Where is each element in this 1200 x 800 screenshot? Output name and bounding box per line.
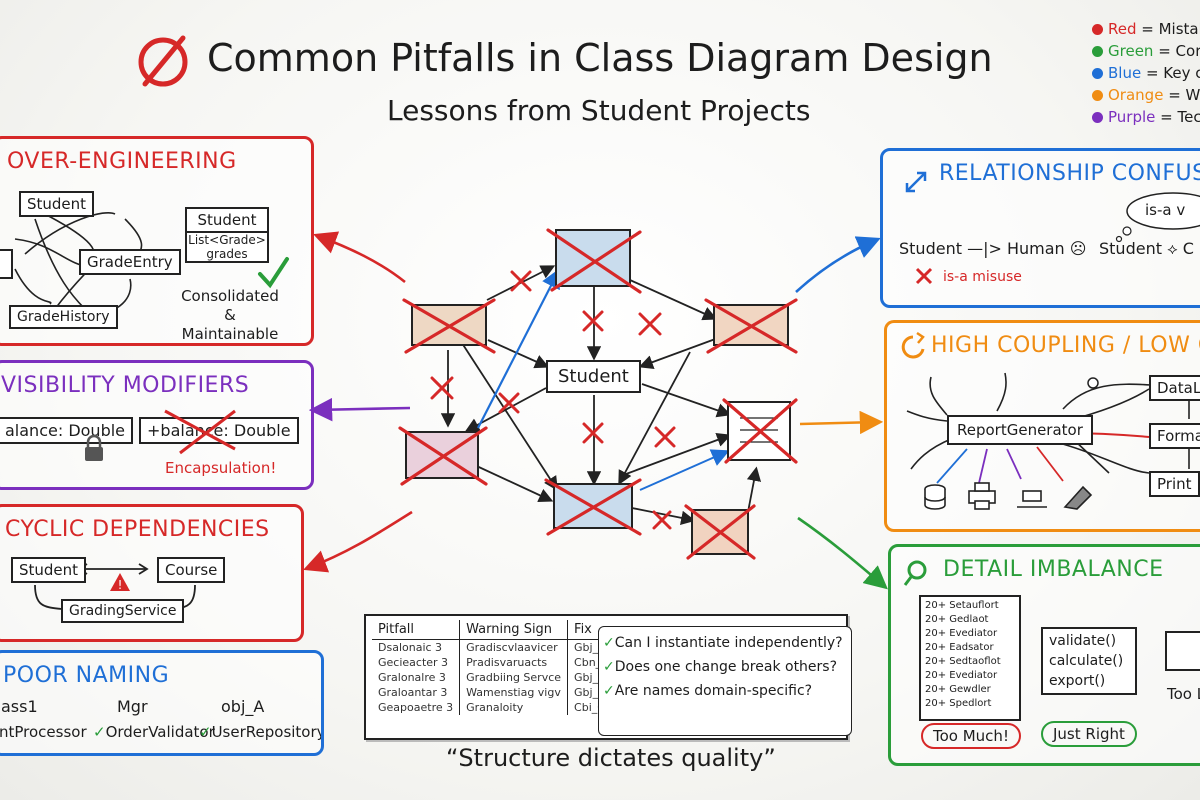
thought-bubble-text: is-a v	[1145, 201, 1186, 219]
too-little-class	[1165, 631, 1200, 671]
panel-title: HIGH COUPLING / LOW COH	[931, 333, 1200, 358]
list-item: ✓Are names domain-specific?	[603, 683, 813, 699]
consolidated-class-name: Student	[187, 209, 267, 233]
good-name-3: ✓UserRepository	[199, 723, 324, 741]
legend-purple: Purple = Techn	[1092, 108, 1200, 126]
class-report-generator: ReportGenerator	[947, 415, 1093, 445]
legend: Red = Mistake Green = Correct Blue = Key…	[1092, 20, 1200, 132]
misuse-label: is-a misuse	[943, 269, 1022, 285]
class-stub	[0, 249, 13, 279]
just-right-class: validate() calculate() export()	[1041, 627, 1137, 695]
sad-face-icon: ☹	[1069, 239, 1087, 258]
composition-example: Student ⟡ C	[1099, 239, 1194, 258]
inheritance-example: Student —|> Human ☹	[899, 239, 1087, 258]
check-icon: ✓	[603, 659, 615, 675]
panel-title: CYCLIC DEPENDENCIES	[5, 517, 270, 542]
just-right-badge: Just Right	[1041, 721, 1137, 747]
legend-orange: Orange = Warn	[1092, 86, 1200, 104]
class-grade-entry: GradeEntry	[79, 249, 181, 275]
center-student-class: Student	[546, 360, 641, 393]
check-icon: ✓	[199, 723, 212, 741]
public-field: +balance: Double	[139, 417, 299, 444]
list-item: ✓Does one change break others?	[603, 659, 838, 675]
panel-relationship: RELATIONSHIP CONFUSIO is-a v Student —|>…	[880, 148, 1200, 308]
panel-detail: DETAIL IMBALANCE 20+ Setauflort 20+ Gedl…	[888, 544, 1200, 766]
consolidated-class-field-name: grades	[206, 247, 248, 261]
bad-name-2: Mgr	[117, 697, 148, 716]
check-icon: ✓	[603, 683, 615, 699]
magnifier-icon	[903, 560, 927, 586]
svg-text:!: !	[118, 578, 123, 592]
panel-title: RELATIONSHIP CONFUSIO	[939, 161, 1200, 186]
page-subtitle: Lessons from Student Projects	[387, 94, 811, 127]
panel-poor-naming: POOR NAMING ass1 Mgr obj_A ntProcessor ✓…	[0, 650, 324, 756]
check-icon: ✓	[603, 635, 615, 651]
panel-coupling: HIGH COUPLING / LOW COH ReportGenerator …	[884, 320, 1200, 532]
too-much-class: 20+ Setauflort 20+ Gedlaot 20+ Evediator…	[919, 595, 1021, 721]
page-title: Common Pitfalls in Class Diagram Design	[207, 36, 993, 80]
class-data-loader: DataLo	[1149, 375, 1200, 401]
list-item: ✓Can I instantiate independently?	[603, 635, 843, 651]
legend-blue: Blue = Key co	[1092, 64, 1200, 82]
title-block: Common Pitfalls in Class Diagram Design …	[135, 30, 1055, 140]
scanner-icon	[1063, 485, 1093, 510]
class-course: Course	[157, 557, 226, 583]
coupling-diagram	[901, 331, 1190, 510]
quote: “Structure dictates quality”	[446, 744, 776, 772]
consolidated-caption: Consolidated & Maintainable	[181, 287, 279, 343]
database-icon	[924, 484, 946, 510]
printer-icon	[968, 482, 996, 510]
cross-mark-icon	[164, 409, 236, 455]
class-formatter: Forma	[1149, 423, 1200, 449]
no-entry-icon	[138, 35, 188, 87]
too-little-label: Too L	[1167, 685, 1200, 703]
consolidated-class-field: List<Grade>	[188, 233, 266, 247]
panel-cyclic: CYCLIC DEPENDENCIES ! Student Course Gra…	[0, 504, 304, 642]
good-name-2: ✓OrderValidator	[93, 723, 215, 741]
panel-visibility: VISIBILITY MODIFIERS alance: Double +bal…	[0, 360, 314, 490]
device-icon	[1017, 490, 1047, 508]
panel-title: DETAIL IMBALANCE	[943, 557, 1164, 582]
panel-over-engineering: OVER-ENGINEERING Student GradeEntry Grad…	[0, 136, 314, 346]
class-grading-service: GradingService	[61, 599, 185, 623]
panel-title: VISIBILITY MODIFIERS	[1, 373, 250, 398]
class-student: Student	[11, 557, 87, 583]
table-row: Gecieacter 3PradisvaruactsCbn_Ñdy	[372, 655, 629, 670]
diagonal-arrows-icon	[905, 171, 1200, 285]
table-header: Pitfall	[372, 620, 460, 640]
panel-title: POOR NAMING	[3, 663, 170, 688]
legend-green: Green = Correct	[1092, 42, 1200, 60]
table-header: Warning Sign	[459, 620, 568, 640]
checklist: ✓Can I instantiate independently? ✓Does …	[598, 626, 852, 736]
too-much-badge: Too Much!	[921, 723, 1021, 749]
bad-name-1: ass1	[1, 697, 38, 716]
legend-red: Red = Mistake	[1092, 20, 1200, 38]
consolidated-class: Student List<Grade> grades	[185, 207, 269, 263]
lock-icon	[85, 434, 103, 461]
class-printer: Print	[1149, 471, 1200, 497]
bad-name-3: obj_A	[221, 697, 265, 716]
class-student: Student	[19, 191, 95, 217]
check-icon: ✓	[93, 723, 106, 741]
good-name-1: ntProcessor	[0, 723, 87, 741]
encapsulation-caption: Encapsulation!	[165, 459, 277, 477]
panel-title: OVER-ENGINEERING	[7, 149, 237, 174]
class-grade-history: GradeHistory	[9, 305, 118, 329]
